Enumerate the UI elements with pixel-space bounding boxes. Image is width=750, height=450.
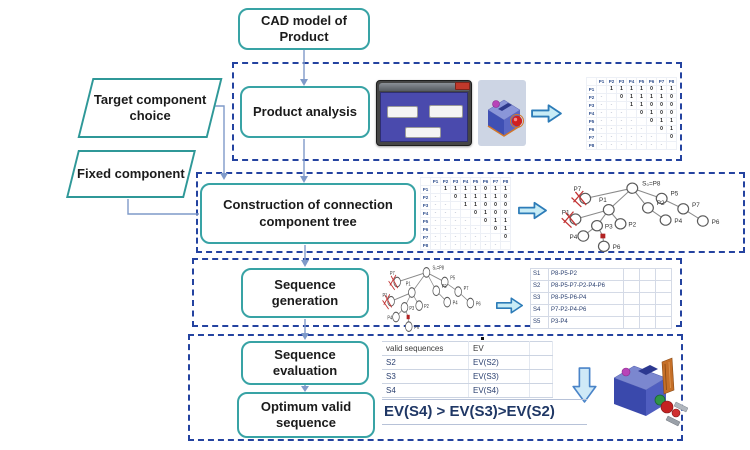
- fixed-component-parallelogram: Fixed component: [66, 150, 196, 198]
- svg-text:P1: P1: [406, 281, 411, 288]
- fixed-component-label: Fixed component: [77, 166, 185, 182]
- sequence-generation-label: Sequence generation: [271, 276, 339, 308]
- dialog-body: [380, 92, 468, 142]
- svg-text:P5: P5: [671, 191, 679, 198]
- svg-text:P2: P2: [424, 304, 429, 311]
- svg-text:P1: P1: [383, 292, 388, 299]
- optimum-assembly-model: [613, 357, 688, 427]
- target-component-parallelogram: Target component choice: [77, 78, 223, 138]
- svg-text:P7: P7: [692, 202, 700, 209]
- stage-frame-sequence-generation: [192, 258, 682, 327]
- svg-text:P4: P4: [570, 234, 578, 241]
- svg-text:P6: P6: [712, 219, 720, 226]
- sequence-generation-box: Sequence generation: [241, 268, 369, 318]
- svg-text:P1: P1: [562, 210, 570, 217]
- svg-text:P2: P2: [442, 283, 447, 290]
- right-arrow-icon: [495, 297, 524, 314]
- matrix-row: P8-------: [586, 141, 677, 150]
- evaluation-result: EV(S4) > EV(S3)>EV(S2): [382, 399, 587, 425]
- dialog-button: [428, 105, 463, 118]
- footnote-dot: [481, 337, 484, 340]
- target-component-label: Target component choice: [93, 92, 207, 123]
- right-arrow-icon: [531, 104, 562, 123]
- svg-text:P4: P4: [387, 315, 392, 322]
- svg-text:P7: P7: [464, 285, 469, 292]
- analysis-dialog-screenshot: [376, 80, 472, 146]
- svg-text:P3: P3: [409, 305, 414, 312]
- dialog-close-button-icon: [455, 82, 470, 90]
- svg-text:P4: P4: [674, 218, 682, 225]
- cad-model-box: CAD model of Product: [238, 8, 370, 50]
- cad-model-label: CAD model of Product: [261, 12, 347, 44]
- matrix-row: P7------0: [420, 233, 511, 242]
- svg-text:P6: P6: [414, 325, 419, 332]
- down-arrow-icon: [572, 367, 597, 403]
- right-arrow-icon: [518, 201, 547, 220]
- cad-product-thumbnail: [478, 80, 526, 146]
- svg-text:P7: P7: [390, 270, 395, 277]
- construction-box: Construction of connection component tre…: [200, 183, 416, 244]
- svg-text:P6: P6: [476, 301, 481, 308]
- dialog-button: [387, 106, 419, 118]
- svg-text:S₀=P8: S₀=P8: [642, 180, 661, 187]
- sequence-evaluation-box: Sequence evaluation: [241, 341, 369, 385]
- svg-text:P7: P7: [573, 186, 581, 193]
- matrix-row: P8-------: [420, 241, 511, 250]
- svg-text:P4: P4: [453, 300, 458, 307]
- product-analysis-box: Product analysis: [240, 86, 370, 138]
- svg-text:P1: P1: [599, 197, 607, 204]
- svg-text:S₀=P8: S₀=P8: [433, 265, 445, 272]
- svg-text:P2: P2: [628, 222, 636, 229]
- svg-text:P2: P2: [657, 200, 665, 207]
- construction-label: Construction of connection component tre…: [223, 197, 393, 229]
- svg-text:P6: P6: [613, 244, 621, 251]
- svg-text:P3: P3: [605, 224, 613, 231]
- product-analysis-label: Product analysis: [252, 103, 358, 119]
- matrix-row: P7------0: [586, 133, 677, 142]
- optimum-sequence-label: Optimum valid sequence: [260, 398, 352, 430]
- stage-frame-sequence-evaluation: [188, 334, 683, 441]
- optimum-sequence-box: Optimum valid sequence: [237, 392, 375, 438]
- sequence-evaluation-label: Sequence evaluation: [272, 346, 338, 378]
- svg-text:P5: P5: [450, 275, 455, 282]
- dialog-button: [405, 126, 442, 138]
- stage-frame-product-analysis: [232, 62, 682, 161]
- dialog-titlebar: [379, 83, 469, 91]
